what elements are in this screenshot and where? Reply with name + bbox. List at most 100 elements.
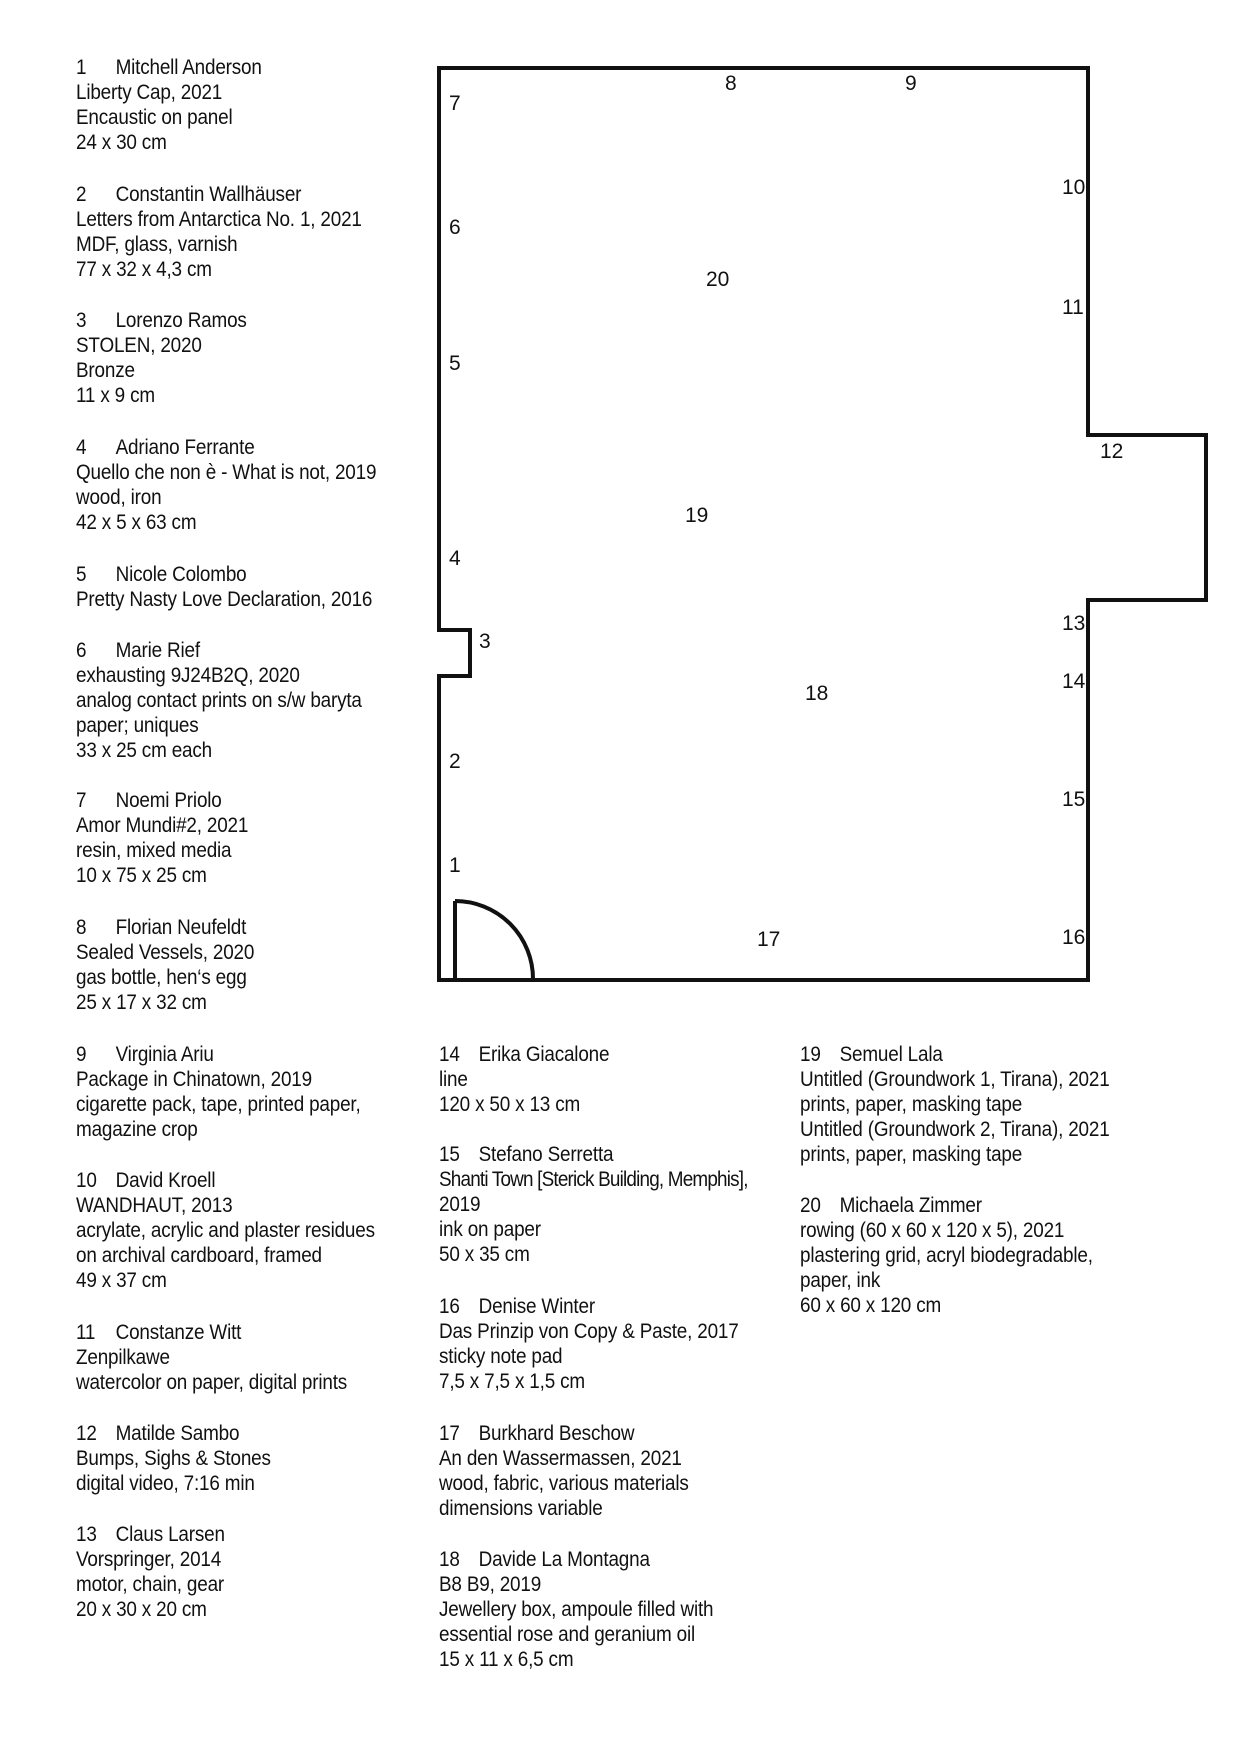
artist-name: Constanze Witt	[115, 1321, 242, 1344]
plan-label-19: 19	[685, 504, 708, 527]
artwork-detail: cigarette pack, tape, printed paper,	[76, 1093, 361, 1116]
artwork-detail: An den Wassermassen, 2021	[439, 1447, 682, 1470]
artwork-detail: essential rose and geranium oil	[439, 1623, 696, 1646]
artwork-heading: 11 Constanze Witt	[76, 1320, 347, 1345]
artwork-heading: 8 Florian Neufeldt	[76, 915, 254, 940]
artwork-number: 6	[76, 639, 87, 662]
artwork-number: 12	[76, 1422, 97, 1445]
plan-label-3: 3	[479, 630, 491, 653]
artist-name: Nicole Colombo	[115, 563, 247, 586]
artwork-detail: 24 x 30 cm	[76, 131, 167, 154]
artwork-detail: acrylate, acrylic and plaster residues	[76, 1219, 375, 1242]
artwork-detail: dimensions variable	[439, 1497, 603, 1520]
artwork-detail: B8 B9, 2019	[439, 1573, 542, 1596]
artwork-detail: gas bottle, hen‘s egg	[76, 966, 247, 989]
artwork-detail: Encaustic on panel	[76, 106, 233, 129]
artwork-detail: 25 x 17 x 32 cm	[76, 991, 207, 1014]
artwork-detail: 7,5 x 7,5 x 1,5 cm	[439, 1370, 585, 1393]
artwork-detail: wood, fabric, various materials	[439, 1472, 689, 1495]
artwork-number: 11	[76, 1321, 96, 1344]
artwork-detail: paper, ink	[800, 1269, 881, 1292]
artist-name: Denise Winter	[478, 1295, 596, 1318]
plan-label-1: 1	[449, 854, 461, 877]
artwork-detail: 42 x 5 x 63 cm	[76, 511, 197, 534]
artwork-detail: wood, iron	[76, 486, 162, 509]
artwork-detail: Quello che non è - What is not, 2019	[76, 461, 377, 484]
artwork-number: 5	[76, 563, 87, 586]
plan-label-15: 15	[1062, 788, 1085, 811]
artwork-detail: motor, chain, gear	[76, 1573, 225, 1596]
artist-name: Constantin Wallhäuser	[115, 183, 302, 206]
artist-name: Semuel Lala	[839, 1043, 943, 1066]
artwork-detail: 15 x 11 x 6,5 cm	[439, 1648, 574, 1671]
artwork-detail: 2019	[439, 1193, 481, 1216]
artist-name: Lorenzo Ramos	[115, 309, 247, 332]
plan-label-14: 14	[1062, 670, 1086, 693]
artwork-number: 14	[439, 1043, 460, 1066]
artwork-detail: digital video, 7:16 min	[76, 1472, 255, 1495]
artwork-detail: analog contact prints on s/w baryta	[76, 689, 362, 712]
artwork-detail: ink on paper	[439, 1218, 541, 1241]
artwork-number: 10	[76, 1169, 97, 1192]
artwork-detail: Bronze	[76, 359, 135, 382]
artwork-heading: 4 Adriano Ferrante	[76, 435, 376, 460]
artwork-detail: Untitled (Groundwork 1, Tirana), 2021	[800, 1068, 1110, 1091]
artwork-detail: Letters from Antarctica No. 1, 2021	[76, 208, 362, 231]
artwork-detail: Vorspringer, 2014	[76, 1548, 222, 1571]
artwork-detail: Zenpilkawe	[76, 1346, 170, 1369]
artwork-number: 3	[76, 309, 87, 332]
artwork-detail: 49 x 37 cm	[76, 1269, 167, 1292]
artist-name: Mitchell Anderson	[115, 56, 262, 79]
artist-name: Florian Neufeldt	[115, 916, 247, 939]
artist-name: Adriano Ferrante	[115, 436, 255, 459]
artwork-detail: MDF, glass, varnish	[76, 233, 238, 256]
plan-label-5: 5	[449, 352, 461, 375]
artwork-detail: Pretty Nasty Love Declaration, 2016	[76, 588, 373, 611]
artwork-detail: 10 x 75 x 25 cm	[76, 864, 207, 887]
artwork-number: 8	[76, 916, 87, 939]
artwork-detail: sticky note pad	[439, 1345, 563, 1368]
artist-name: Virginia Ariu	[115, 1043, 214, 1066]
plan-label-12: 12	[1100, 440, 1123, 463]
artwork-number: 4	[76, 436, 87, 459]
artwork-detail: plastering grid, acryl biodegradable,	[800, 1244, 1093, 1267]
artwork-detail: STOLEN, 2020	[76, 334, 202, 357]
plan-label-16: 16	[1062, 926, 1085, 949]
artwork-detail: resin, mixed media	[76, 839, 232, 862]
artwork-number: 1	[76, 56, 87, 79]
floor-plan-walls	[437, 66, 1208, 982]
plan-label-6: 6	[449, 216, 461, 239]
artwork-detail: prints, paper, masking tape	[800, 1093, 1023, 1116]
artwork-heading: 3 Lorenzo Ramos	[76, 308, 247, 333]
artwork-detail: line	[439, 1068, 468, 1091]
artwork-detail: Untitled (Groundwork 2, Tirana), 2021	[800, 1118, 1110, 1141]
artwork-heading: 5 Nicole Colombo	[76, 562, 372, 587]
artist-name: Stefano Serretta	[478, 1143, 614, 1166]
artwork-number: 15	[439, 1143, 460, 1166]
artwork-number: 20	[800, 1194, 821, 1217]
plan-label-8: 8	[725, 72, 737, 95]
artwork-detail: magazine crop	[76, 1118, 198, 1141]
artist-name: Noemi Priolo	[115, 789, 222, 812]
